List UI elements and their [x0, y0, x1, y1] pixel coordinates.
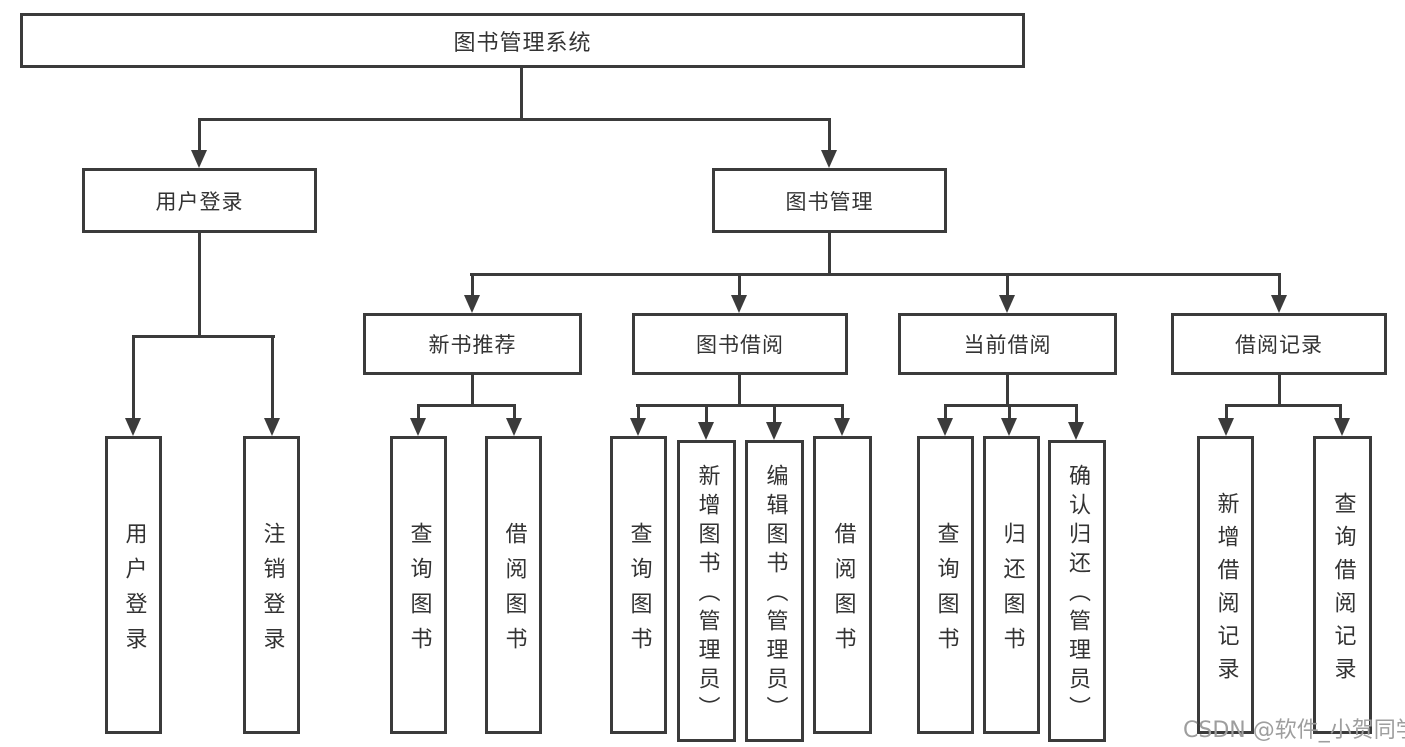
node-label: 新书推荐 [428, 333, 517, 357]
csdn-watermark: CSDN @软件_小贺同学 [1183, 718, 1405, 743]
arrow-down-icon [821, 150, 837, 168]
connector-line [1225, 404, 1342, 407]
node-label: 用户登录 [155, 189, 244, 214]
connector-line [1278, 273, 1281, 297]
leaf-label: 查询图书 [406, 521, 432, 662]
node-label: 图书管理 [785, 189, 874, 214]
node-label: 图书借阅 [696, 333, 784, 357]
arrow-down-icon [731, 295, 747, 313]
leaf-label: 归还图书 [999, 521, 1025, 662]
arrow-down-icon [1334, 418, 1350, 436]
leaf-label: 借阅图书 [830, 521, 856, 662]
leaf-label: 新增图书（管理员） [694, 464, 720, 725]
arrow-down-icon [191, 150, 207, 168]
leaf-return-books: 归还图书 [983, 436, 1040, 734]
leaf-user-login: 用户登录 [105, 436, 162, 734]
leaf-borrow-books-1: 借阅图书 [485, 436, 542, 734]
leaf-label: 查询图书 [933, 521, 959, 662]
node-new-book-recommend: 新书推荐 [363, 313, 582, 375]
node-book-borrow: 图书借阅 [632, 313, 848, 375]
node-label: 当前借阅 [963, 333, 1052, 357]
arrow-down-icon [999, 295, 1015, 313]
arrow-down-icon [464, 295, 480, 313]
node-current-borrow: 当前借阅 [898, 313, 1117, 375]
leaf-label: 编辑图书（管理员） [762, 464, 788, 725]
connector-line [198, 233, 201, 337]
node-user-login: 用户登录 [82, 168, 317, 233]
connector-line [1278, 375, 1281, 404]
arrow-down-icon [766, 422, 782, 440]
arrow-down-icon [698, 422, 714, 440]
connector-line [828, 233, 831, 273]
arrow-down-icon [834, 418, 850, 436]
connector-line [417, 404, 516, 407]
connector-line [1006, 273, 1009, 297]
leaf-add-borrow-record: 新增借阅记录 [1197, 436, 1254, 734]
connector-line [1075, 404, 1078, 422]
connector-line [132, 335, 275, 338]
leaf-label: 查询图书 [626, 521, 652, 662]
arrow-down-icon [1218, 418, 1234, 436]
leaf-label: 注销登录 [259, 521, 285, 662]
arrow-down-icon [1271, 295, 1287, 313]
arrow-down-icon [506, 418, 522, 436]
connector-line [513, 404, 516, 420]
connector-line [198, 118, 201, 152]
connector-line [841, 404, 844, 418]
connector-line [1006, 375, 1009, 404]
connector-line [1339, 404, 1342, 418]
leaf-query-books-1: 查询图书 [390, 436, 447, 734]
leaf-label: 查询借阅记录 [1330, 491, 1356, 690]
node-book-management: 图书管理 [712, 168, 947, 233]
leaf-label: 用户登录 [121, 521, 147, 662]
node-borrow-records: 借阅记录 [1171, 313, 1387, 375]
arrow-down-icon [264, 418, 280, 436]
leaf-borrow-books-2: 借阅图书 [813, 436, 872, 734]
leaf-add-books-admin: 新增图书（管理员） [677, 440, 736, 742]
connector-line [637, 404, 640, 418]
leaf-label: 新增借阅记录 [1213, 491, 1239, 690]
connector-line [417, 404, 420, 420]
connector-line [471, 375, 474, 406]
connector-line [271, 335, 274, 419]
leaf-label: 借阅图书 [501, 521, 527, 662]
connector-line [738, 375, 741, 404]
leaf-edit-books-admin: 编辑图书（管理员） [745, 440, 804, 742]
connector-line [198, 118, 831, 121]
leaf-query-books-3: 查询图书 [917, 436, 974, 734]
leaf-query-borrow-record: 查询借阅记录 [1313, 436, 1372, 734]
connector-line [470, 273, 1281, 276]
arrow-down-icon [1001, 418, 1017, 436]
connector-line [944, 404, 1078, 407]
arrow-down-icon [630, 418, 646, 436]
arrow-down-icon [125, 418, 141, 436]
connector-line [828, 118, 831, 152]
leaf-label: 确认归还（管理员） [1065, 464, 1090, 725]
connector-line [132, 335, 135, 419]
node-root: 图书管理系统 [20, 13, 1025, 68]
arrow-down-icon [410, 418, 426, 436]
connector-line [773, 404, 776, 422]
connector-line [1008, 404, 1011, 418]
node-root-label: 图书管理系统 [453, 30, 592, 56]
connector-line [944, 404, 947, 418]
arrow-down-icon [1068, 422, 1084, 440]
connector-line [738, 273, 741, 297]
leaf-logout: 注销登录 [243, 436, 300, 734]
connector-line [1225, 404, 1228, 418]
leaf-confirm-return-admin: 确认归还（管理员） [1048, 440, 1106, 742]
connector-line [705, 404, 708, 422]
leaf-query-books-2: 查询图书 [610, 436, 667, 734]
arrow-down-icon [937, 418, 953, 436]
connector-line [471, 273, 474, 297]
connector-line [636, 404, 844, 407]
connector-line [520, 68, 523, 118]
node-label: 借阅记录 [1235, 333, 1323, 357]
